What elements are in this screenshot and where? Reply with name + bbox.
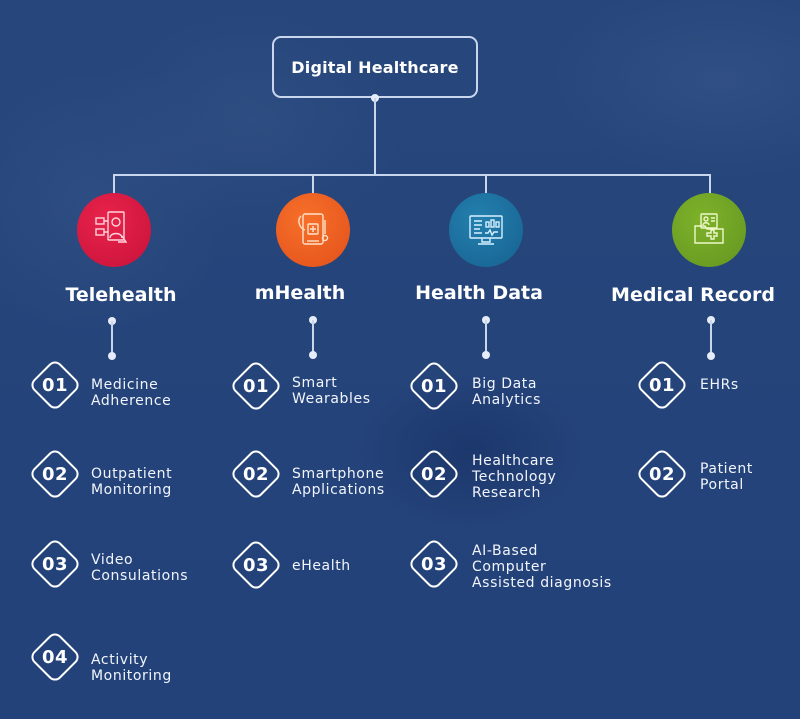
connector-dot bbox=[707, 352, 715, 360]
category-title-health-data: Health Data bbox=[415, 282, 543, 304]
category-health-data-circle bbox=[449, 193, 523, 267]
item-number-badge: 01 bbox=[228, 358, 284, 414]
connector-health-data-items bbox=[485, 320, 487, 354]
item-label: Healthcare Technology Research bbox=[472, 453, 557, 501]
mobile-health-icon bbox=[298, 213, 329, 245]
connector-mhealth-items bbox=[312, 320, 314, 354]
connector-horizontal-bar bbox=[114, 174, 711, 176]
connector-dot bbox=[309, 351, 317, 359]
category-title-mhealth: mHealth bbox=[254, 282, 346, 304]
item-number-badge: 02 bbox=[634, 446, 690, 502]
category-medical-record-circle bbox=[672, 193, 746, 267]
item-number-badge: 02 bbox=[228, 446, 284, 502]
root-node-digital-healthcare: Digital Healthcare bbox=[272, 36, 478, 98]
category-telehealth-circle bbox=[77, 193, 151, 267]
item-label: Video Consulations bbox=[91, 552, 189, 584]
monitor-analytics-icon bbox=[469, 215, 503, 245]
item-label: Smart Wearables bbox=[292, 375, 371, 407]
item-number-badge: 01 bbox=[634, 357, 690, 413]
item-label: Activity Monitoring bbox=[91, 652, 172, 684]
connector-root-trunk bbox=[374, 98, 376, 176]
item-label: eHealth bbox=[292, 558, 351, 574]
item-label: Smartphone Applications bbox=[292, 466, 385, 498]
item-number-badge: 02 bbox=[406, 446, 462, 502]
item-label: Big Data Analytics bbox=[472, 376, 541, 408]
category-mhealth-circle bbox=[276, 193, 350, 267]
connector-telehealth-items bbox=[111, 321, 113, 355]
item-label: Medicine Adherence bbox=[91, 377, 172, 409]
item-label: Patient Portal bbox=[700, 461, 753, 493]
item-number-badge: 01 bbox=[406, 358, 462, 414]
item-label: AI-Based Computer Assisted diagnosis bbox=[472, 543, 612, 591]
item-number-badge: 03 bbox=[228, 537, 284, 593]
item-number-badge: 03 bbox=[406, 536, 462, 592]
item-number-badge: 02 bbox=[27, 446, 83, 502]
item-number-badge: 03 bbox=[27, 536, 83, 592]
connector-mhealth bbox=[312, 174, 314, 194]
item-number-badge: 01 bbox=[27, 357, 83, 413]
category-title-medical-record: Medical Record bbox=[611, 284, 775, 306]
item-number-badge: 04 bbox=[27, 629, 83, 685]
telehealth-video-call-icon bbox=[95, 211, 128, 243]
connector-health-data bbox=[485, 174, 487, 194]
item-label: Outpatient Monitoring bbox=[91, 466, 173, 498]
connector-medical-record-items bbox=[710, 320, 712, 354]
connector-dot bbox=[108, 352, 116, 360]
item-label: EHRs bbox=[700, 377, 739, 393]
connector-medical-record bbox=[709, 174, 711, 194]
medical-folder-icon bbox=[694, 213, 724, 244]
connector-telehealth bbox=[113, 174, 115, 194]
connector-dot bbox=[482, 351, 490, 359]
category-title-telehealth: Telehealth bbox=[65, 284, 177, 306]
root-title: Digital Healthcare bbox=[291, 57, 459, 77]
